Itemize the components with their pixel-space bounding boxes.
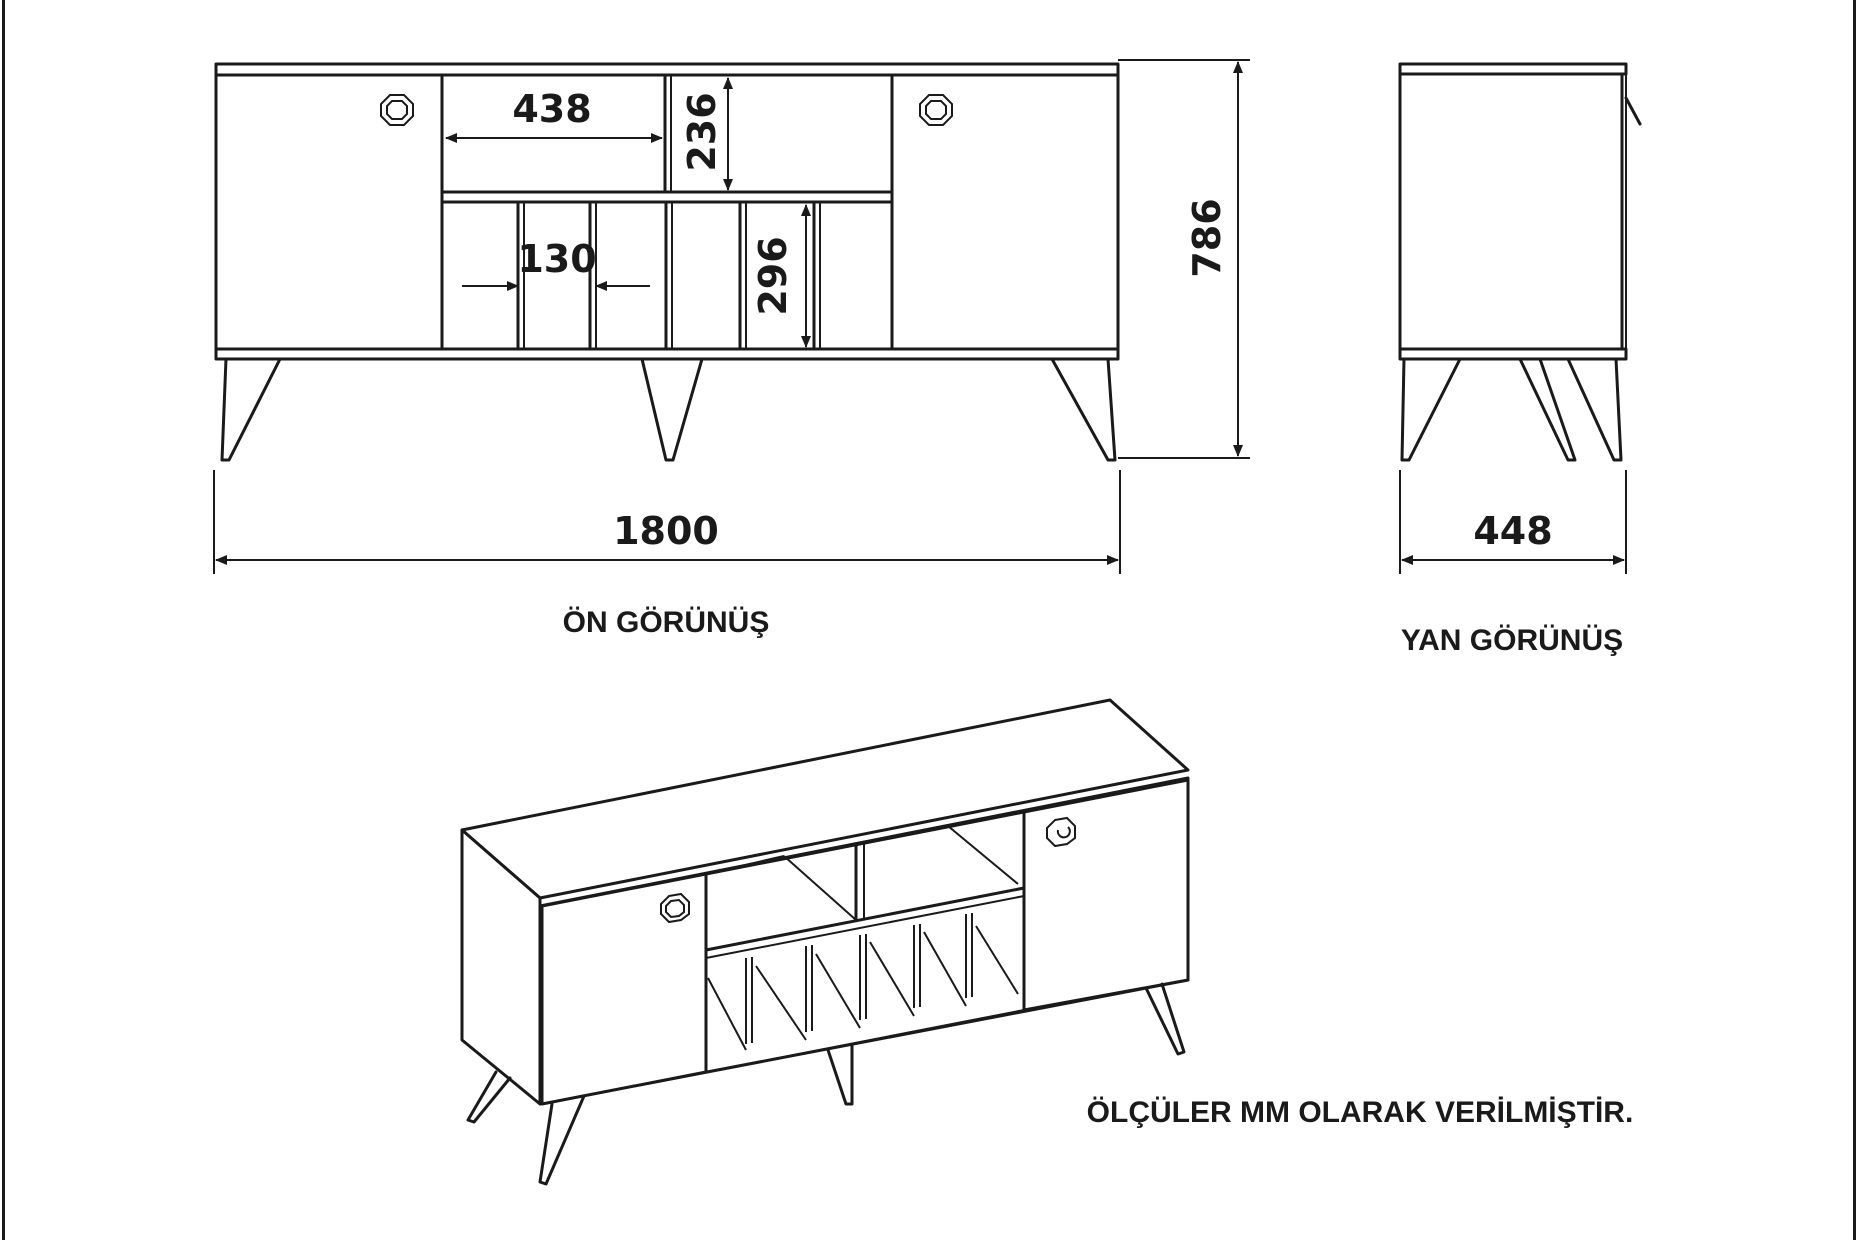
isometric-view [460, 698, 1190, 1186]
side-door-edge [1624, 96, 1642, 126]
front-compartment-dividers [516, 200, 821, 351]
front-right-door [890, 73, 1120, 351]
front-left-knob-icon [380, 94, 414, 126]
side-body [1398, 72, 1624, 351]
front-middle-shelf [440, 190, 894, 204]
dim-shelf-height: 236 [680, 92, 724, 171]
dim-total-height: 786 [1185, 198, 1229, 277]
iso-right-door [1022, 778, 1190, 1012]
iso-left-door [540, 872, 708, 1106]
dim-compartment-width: 130 [517, 237, 596, 281]
dim-total-width: 1800 [613, 509, 719, 553]
front-view: 438 236 130 296 786 1800 ÖN GÖRÜNÜŞ [213, 59, 1250, 639]
iso-right-knob-icon [1046, 816, 1076, 848]
front-top-board [214, 62, 1120, 77]
front-right-knob-icon [919, 94, 953, 126]
dim-shelf-width: 438 [512, 87, 591, 131]
front-legs [220, 357, 1117, 462]
side-view-caption: YAN GÖRÜNÜŞ [1401, 624, 1623, 657]
iso-legs [466, 982, 1186, 1186]
side-view: 448 YAN GÖRÜNÜŞ [1398, 62, 1642, 657]
iso-middle-shelf [704, 886, 1026, 952]
side-legs [1400, 357, 1623, 462]
iso-compartment-dividers [707, 913, 1019, 1051]
dim-compartment-height: 296 [751, 236, 795, 315]
front-view-caption: ÖN GÖRÜNÜŞ [563, 606, 770, 639]
dim-depth: 448 [1473, 509, 1552, 553]
units-note: ÖLÇÜLER MM OLARAK VERİLMİŞTİR. [1087, 1096, 1634, 1129]
iso-left-knob-icon [660, 892, 690, 924]
side-bottom-board [1398, 347, 1628, 361]
front-left-door [214, 73, 444, 351]
